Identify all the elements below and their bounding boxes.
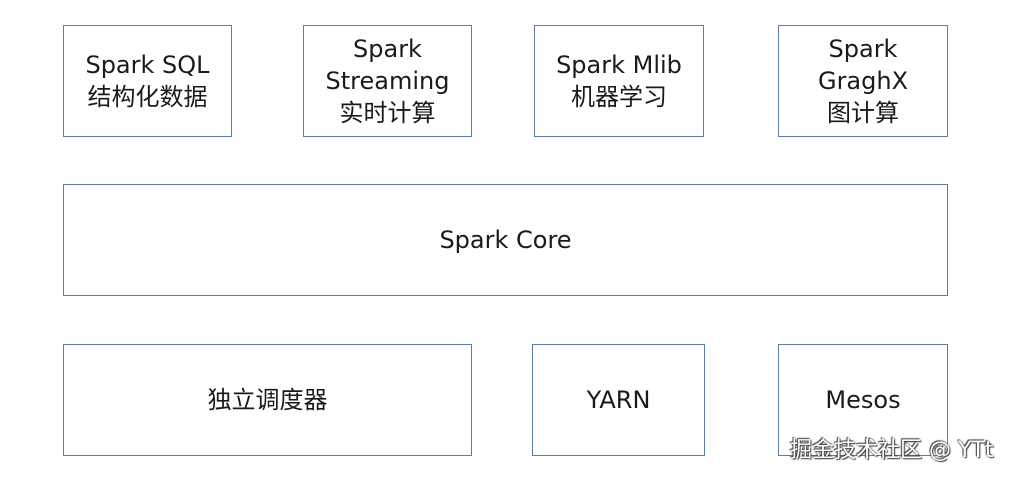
standalone-scheduler-box: 独立调度器	[63, 344, 472, 456]
yarn-box: YARN	[532, 344, 705, 456]
mesos-label: Mesos	[825, 386, 901, 414]
spark-graphx-subtitle: 图计算	[827, 99, 899, 127]
spark-mlib-box: Spark Mlib 机器学习	[534, 25, 704, 137]
spark-mlib-title: Spark Mlib	[556, 51, 682, 79]
spark-graphx-title-1: Spark	[828, 35, 898, 63]
spark-sql-subtitle: 结构化数据	[87, 83, 208, 111]
spark-streaming-box: Spark Streaming 实时计算	[303, 25, 472, 137]
spark-streaming-title-2: Streaming	[325, 67, 450, 95]
spark-sql-box: Spark SQL 结构化数据	[63, 25, 232, 137]
spark-core-label: Spark Core	[439, 226, 572, 254]
watermark-text: 掘金技术社区 @ YTt	[790, 438, 994, 463]
spark-streaming-title-1: Spark	[353, 35, 422, 63]
mesos-box: Mesos	[778, 344, 948, 456]
yarn-label: YARN	[586, 386, 651, 414]
spark-sql-title: Spark SQL	[85, 51, 210, 79]
spark-graphx-box: Spark GraghX 图计算	[778, 25, 948, 137]
standalone-scheduler-label: 独立调度器	[207, 386, 328, 414]
spark-streaming-subtitle: 实时计算	[339, 99, 436, 127]
spark-mlib-subtitle: 机器学习	[571, 83, 667, 111]
spark-core-box: Spark Core	[63, 184, 948, 296]
spark-graphx-title-2: GraghX	[817, 67, 909, 95]
